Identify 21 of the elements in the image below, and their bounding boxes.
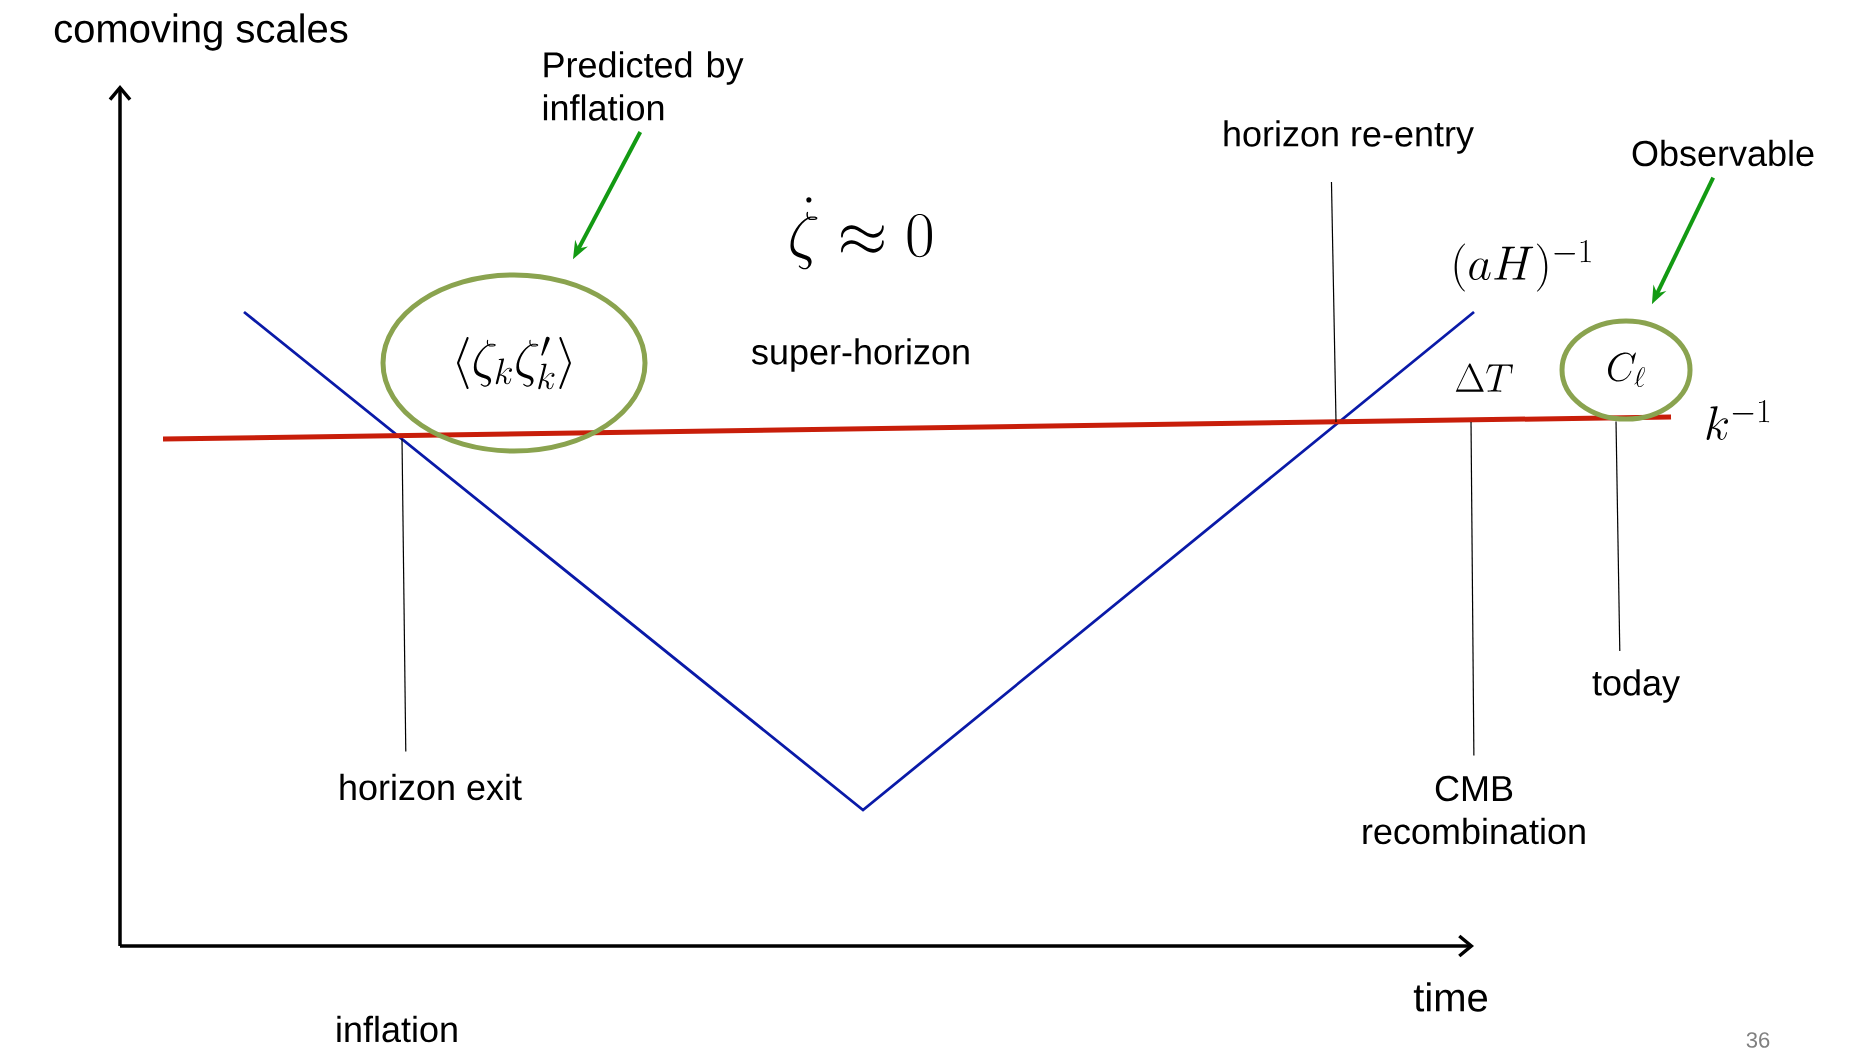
leader-line [1330, 181, 1337, 423]
annotation-text: today [1592, 669, 1680, 703]
page-number: 36 [1746, 1032, 1770, 1048]
circled-term: $\langle \zeta_k \zeta'_k \rangle$ [380, 272, 648, 454]
phase-label: inflation [337, 1015, 457, 1043]
formula: $(aH)^{-1}$ [1454, 239, 1591, 292]
annotation-text: Observable [1632, 139, 1814, 167]
leader-line [1615, 420, 1621, 652]
leader-line [401, 438, 407, 753]
annotation-text: CMB recombination [1363, 775, 1585, 845]
region-label: super-horizon [751, 338, 969, 372]
circled-term: $C_\ell$ [1559, 318, 1693, 422]
formula: $\dot{\zeta} \approx 0$ [790, 197, 932, 270]
axis-label: time [1413, 982, 1487, 1012]
formula: $\Delta T$ [1455, 363, 1513, 392]
axis-label: comoving scales [54, 13, 348, 51]
annotation-text: horizon re-entry [1224, 120, 1474, 154]
annotation-text: horizon exit [340, 773, 522, 801]
annotation-text: Predicted by inflation [543, 51, 744, 121]
formula: $k^{-1}$ [1706, 399, 1770, 441]
leader-line [1470, 421, 1475, 757]
